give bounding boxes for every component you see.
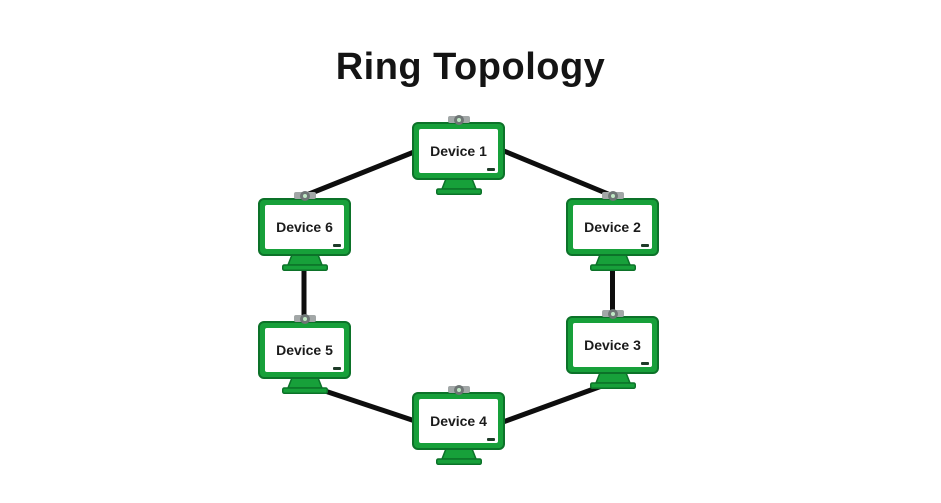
webcam-lens-icon <box>453 114 464 125</box>
monitor-stand <box>589 372 636 389</box>
monitor-stand <box>435 448 482 465</box>
power-indicator <box>641 362 649 365</box>
link-device-6-device-1 <box>301 149 417 199</box>
monitor-stand <box>589 254 636 271</box>
monitor-frame: Device 3 <box>566 316 659 374</box>
device-label: Device 4 <box>430 413 487 429</box>
device-monitor-device-6: Device 6 <box>258 190 351 271</box>
power-indicator <box>487 438 495 441</box>
link-device-1-device-2 <box>501 148 616 199</box>
device-label: Device 3 <box>584 337 641 353</box>
device-monitor-device-4: Device 4 <box>412 384 505 465</box>
device-label: Device 1 <box>430 143 487 159</box>
monitor-stand <box>281 254 328 271</box>
monitor-screen: Device 6 <box>265 205 344 249</box>
monitor-frame: Device 4 <box>412 392 505 450</box>
power-indicator <box>641 244 649 247</box>
device-monitor-device-2: Device 2 <box>566 190 659 271</box>
webcam-lens-icon <box>607 190 618 201</box>
webcam-lens-icon <box>607 308 618 319</box>
monitor-screen: Device 1 <box>419 129 498 173</box>
monitor-stand <box>281 377 328 394</box>
device-monitor-device-3: Device 3 <box>566 308 659 389</box>
power-indicator <box>487 168 495 171</box>
webcam-icon <box>447 114 470 125</box>
monitor-screen: Device 3 <box>573 323 652 367</box>
power-indicator <box>333 367 341 370</box>
link-device-3-device-4 <box>500 380 613 425</box>
monitor-frame: Device 6 <box>258 198 351 256</box>
webcam-icon <box>447 384 470 395</box>
monitor-frame: Device 2 <box>566 198 659 256</box>
device-label: Device 2 <box>584 219 641 235</box>
power-indicator <box>333 244 341 247</box>
webcam-icon <box>601 190 624 201</box>
device-label: Device 5 <box>276 342 333 358</box>
webcam-lens-icon <box>453 384 464 395</box>
diagram-title: Ring Topology <box>335 46 606 88</box>
webcam-lens-icon <box>299 190 310 201</box>
webcam-lens-icon <box>299 313 310 324</box>
device-monitor-device-5: Device 5 <box>258 313 351 394</box>
monitor-frame: Device 1 <box>412 122 505 180</box>
monitor-screen: Device 5 <box>265 328 344 372</box>
monitor-screen: Device 4 <box>419 399 498 443</box>
webcam-icon <box>293 313 316 324</box>
monitor-screen: Device 2 <box>573 205 652 249</box>
webcam-icon <box>601 308 624 319</box>
monitor-stand <box>435 178 482 195</box>
monitor-frame: Device 5 <box>258 321 351 379</box>
device-monitor-device-1: Device 1 <box>412 114 505 195</box>
webcam-icon <box>293 190 316 201</box>
device-label: Device 6 <box>276 219 333 235</box>
